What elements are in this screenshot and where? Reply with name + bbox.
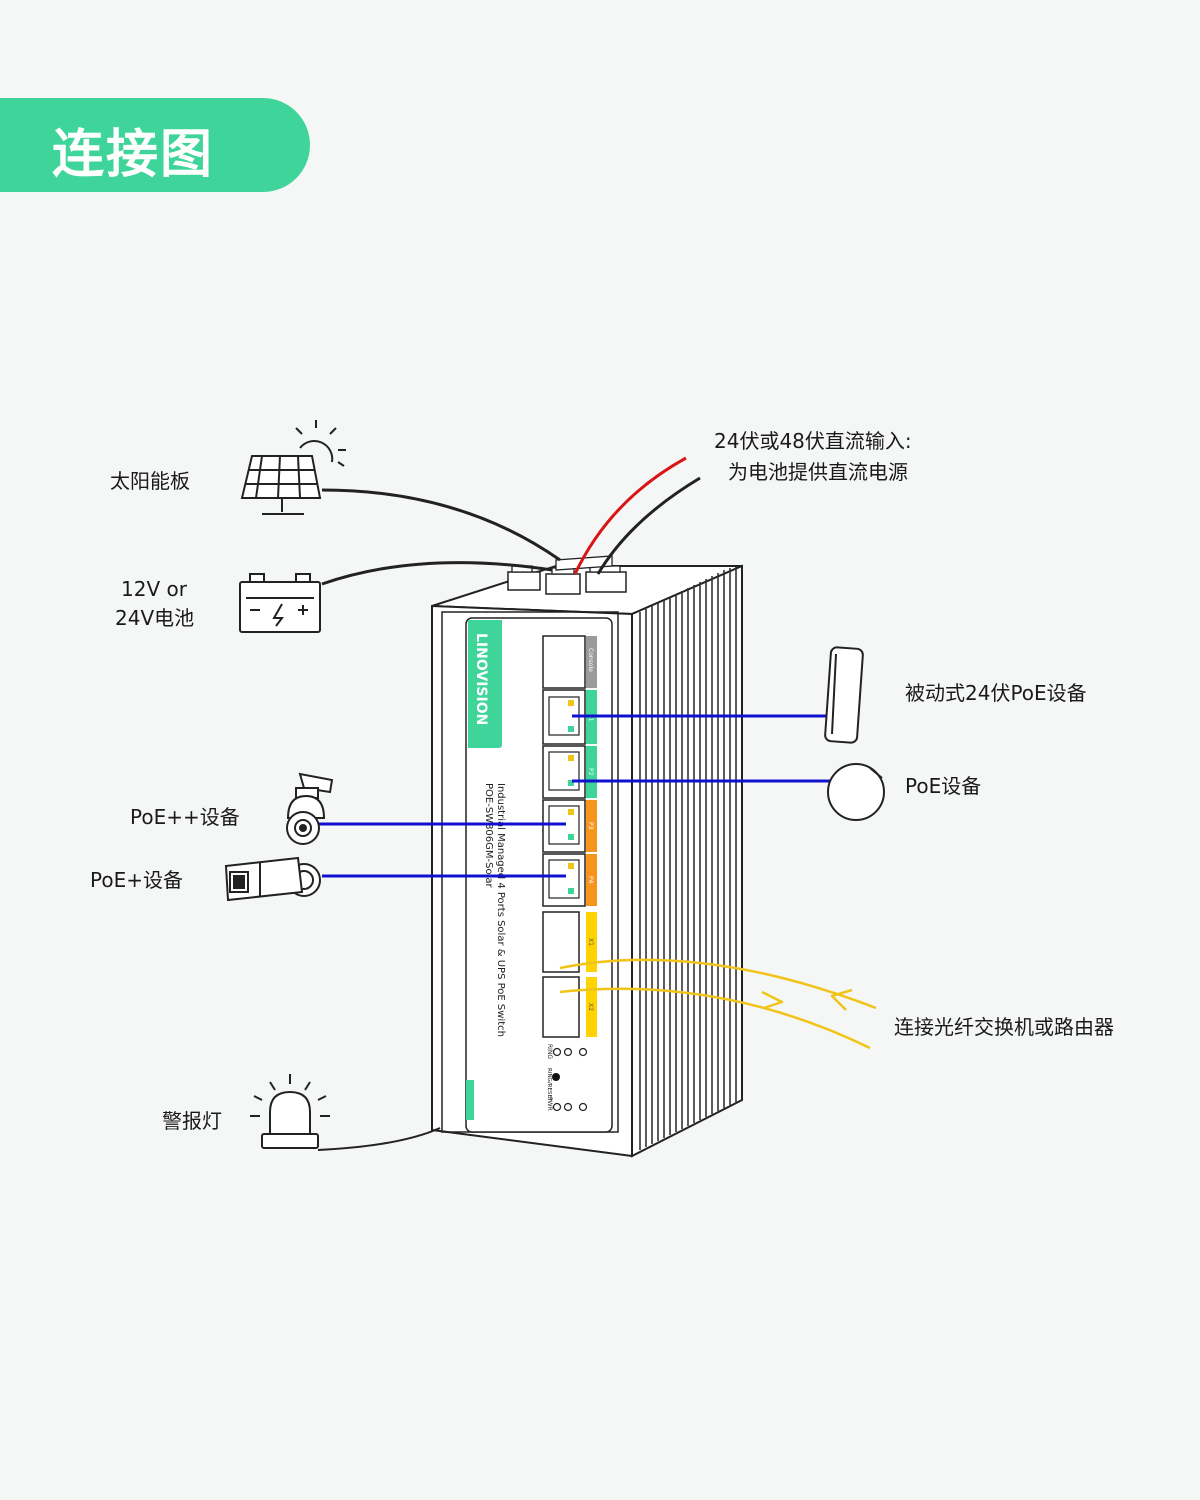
label-battery-line1: 12V or (121, 577, 187, 601)
sfp-label-x1: X1 (587, 938, 594, 946)
ethernet-port-p2: P2 (542, 745, 597, 799)
label-solar-panel: 太阳能板 (110, 469, 190, 493)
dc-input-cable (573, 456, 701, 575)
terminal-block (507, 555, 627, 595)
title-banner: 连接图 (0, 98, 310, 192)
reset-label: RING/RESET (546, 1068, 552, 1102)
battery-icon (239, 573, 321, 633)
label-poe-plus: PoE+设备 (90, 868, 183, 892)
product-model: POE-SW806GM-Solar (483, 783, 494, 889)
console-label: Console (587, 648, 594, 672)
led-label-ring: RING (546, 1044, 553, 1059)
brand-logo-text: LINOVISION (473, 633, 489, 725)
battery-cable (321, 561, 553, 586)
label-poe-plus-plus: PoE++设备 (130, 805, 240, 829)
switch-device: LINOVISION Industrial Managed 4 Ports So… (431, 555, 743, 1158)
label-passive-poe: 被动式24伏PoE设备 (905, 681, 1087, 705)
label-poe-device: PoE设备 (905, 774, 982, 798)
sfp-port-x2: X2 (542, 976, 597, 1038)
port-label-p4: P4 (587, 876, 594, 884)
ethernet-port-p4: P4 (542, 853, 597, 907)
fiber-links (559, 958, 877, 1050)
port-label-p3: P3 (587, 822, 594, 830)
sfp-label-x2: X2 (587, 1003, 594, 1011)
port-label-p2: P2 (587, 768, 594, 776)
poe-links (318, 714, 836, 878)
solar-cable (321, 488, 561, 562)
label-fiber: 连接光纤交换机或路由器 (894, 1015, 1114, 1039)
status-leds: RING RING/RESET PWR (546, 1044, 588, 1112)
reset-button (552, 1073, 560, 1081)
alarm-light-icon (250, 1074, 330, 1149)
sfp-port-x1: X1 (542, 911, 597, 973)
page-title: 连接图 (52, 125, 215, 185)
product-name: Industrial Managed 4 Ports Solar & UPS P… (495, 783, 506, 1037)
heat-sink-fins (639, 567, 737, 1150)
label-dc-input-line2: 为电池提供直流电源 (728, 460, 908, 484)
console-port: Console (542, 635, 597, 689)
alarm-cable (317, 1127, 441, 1151)
solar-panel-icon (240, 420, 346, 515)
ethernet-port-p3: P3 (542, 799, 597, 853)
passive-poe-device-icon (824, 646, 864, 744)
ptz-camera-icon (286, 772, 334, 845)
label-battery-line2: 24V电池 (115, 606, 195, 630)
port-label-p1: P1 (587, 714, 594, 722)
label-dc-input-line1: 24伏或48伏直流输入: (714, 429, 912, 453)
label-alarm-light: 警报灯 (162, 1109, 222, 1133)
poe-device-icon (827, 763, 885, 821)
led-label-pwr: PWR (546, 1097, 553, 1111)
bullet-camera-icon (224, 856, 321, 902)
